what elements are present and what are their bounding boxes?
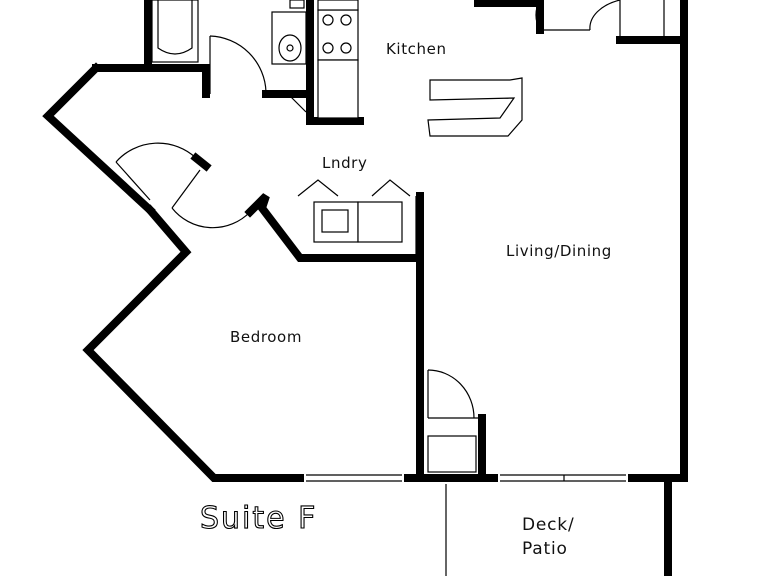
wall-closet-angled (92, 64, 210, 98)
refrigerator (317, 0, 359, 11)
wall-closet-door-jamb (190, 152, 212, 172)
room-label-kitchen: Kitchen (386, 40, 447, 58)
wall-laundry (244, 193, 420, 262)
room-label-deck: Deck/ (522, 515, 574, 535)
wall-bedroom-left (82, 204, 304, 482)
sink (278, 34, 302, 62)
room-label-bedroom: Bedroom (230, 328, 302, 346)
room-label-patio: Patio (522, 539, 568, 559)
unit-name: Suite F (200, 501, 317, 536)
kitchen-counter (317, 59, 359, 119)
wall-bottom-right (628, 0, 688, 482)
walls (42, 0, 688, 576)
room-label-laundry: Lndry (322, 154, 367, 172)
doors (115, 0, 621, 419)
vanity (271, 11, 307, 65)
bathtub (151, 0, 199, 63)
entry-closet (427, 435, 477, 473)
dryer (357, 201, 403, 243)
wall-closet-left (42, 62, 156, 216)
room-label-living-dining: Living/Dining (506, 242, 612, 260)
kitchen-island (427, 77, 523, 137)
fixtures (151, 0, 523, 473)
labels: Kitchen Lndry Living/Dining Bedroom Deck… (199, 40, 612, 559)
washer (313, 201, 359, 243)
openings (306, 0, 665, 482)
